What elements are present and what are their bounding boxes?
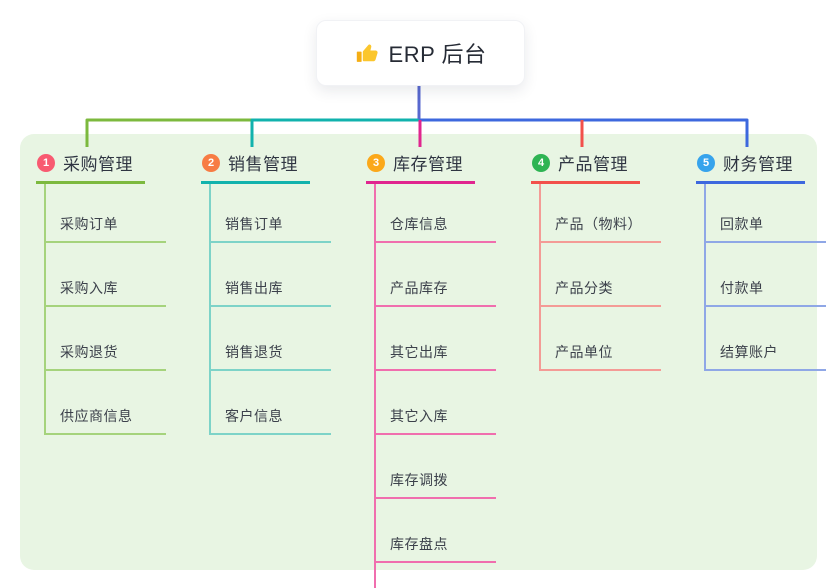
- child-node[interactable]: 结算账户: [706, 307, 826, 371]
- branch-children: 仓库信息 产品库存 其它出库 其它入库 库存调拨 库存盘点 出库库明细: [374, 184, 496, 588]
- child-label: 产品单位: [555, 344, 613, 360]
- child-node[interactable]: 供应商信息: [46, 371, 166, 435]
- branch-label: 财务管理: [723, 155, 793, 174]
- child-node[interactable]: 库存调拨: [376, 435, 496, 499]
- child-node[interactable]: 回款单: [706, 184, 826, 243]
- child-node[interactable]: 其它出库: [376, 307, 496, 371]
- child-node[interactable]: 产品单位: [541, 307, 661, 371]
- branch-label: 产品管理: [558, 155, 628, 174]
- child-label: 采购退货: [60, 344, 118, 360]
- branch-label: 销售管理: [228, 155, 298, 174]
- branch-children: 采购订单 采购入库 采购退货 供应商信息: [44, 184, 166, 435]
- child-label: 供应商信息: [60, 408, 133, 424]
- child-label: 结算账户: [720, 344, 778, 360]
- child-node[interactable]: 销售退货: [211, 307, 331, 371]
- child-label: 采购入库: [60, 280, 118, 296]
- child-label: 销售订单: [225, 216, 283, 232]
- branch-title[interactable]: 4 产品管理: [531, 150, 640, 184]
- branch-title[interactable]: 3 库存管理: [366, 150, 475, 184]
- child-label: 产品库存: [390, 280, 448, 296]
- branch-number-badge: 1: [37, 153, 55, 172]
- branch-title[interactable]: 2 销售管理: [201, 150, 310, 184]
- child-node[interactable]: 出库库明细: [376, 563, 496, 588]
- branch-number-badge: 3: [367, 153, 385, 172]
- child-node[interactable]: 采购退货: [46, 307, 166, 371]
- branch-5: 5 财务管理 回款单 付款单 结算账户: [696, 150, 826, 371]
- child-label: 销售出库: [225, 280, 283, 296]
- child-label: 其它出库: [390, 344, 448, 360]
- child-node[interactable]: 库存盘点: [376, 499, 496, 563]
- thumbs-up-icon: [355, 41, 379, 65]
- branch-3: 3 库存管理 仓库信息 产品库存 其它出库 其它入库 库存调拨 库存盘点 出库库…: [366, 150, 496, 588]
- child-label: 库存调拨: [390, 472, 448, 488]
- child-label: 产品（物料）: [555, 216, 642, 232]
- child-node[interactable]: 产品分类: [541, 243, 661, 307]
- child-node[interactable]: 产品（物料）: [541, 184, 661, 243]
- branch-title[interactable]: 1 采购管理: [36, 150, 145, 184]
- branch-number-badge: 4: [532, 153, 550, 172]
- child-label: 仓库信息: [390, 216, 448, 232]
- root-node[interactable]: ERP 后台: [316, 20, 525, 86]
- branch-label: 库存管理: [393, 155, 463, 174]
- branch-2: 2 销售管理 销售订单 销售出库 销售退货 客户信息: [201, 150, 331, 435]
- child-node[interactable]: 采购入库: [46, 243, 166, 307]
- child-label: 回款单: [720, 216, 764, 232]
- child-node[interactable]: 销售订单: [211, 184, 331, 243]
- root-title: ERP 后台: [388, 42, 487, 67]
- branch-1: 1 采购管理 采购订单 采购入库 采购退货 供应商信息: [36, 150, 166, 435]
- child-node[interactable]: 其它入库: [376, 371, 496, 435]
- branch-number-badge: 2: [202, 153, 220, 172]
- branch-title[interactable]: 5 财务管理: [696, 150, 805, 184]
- child-label: 销售退货: [225, 344, 283, 360]
- branch-4: 4 产品管理 产品（物料） 产品分类 产品单位: [531, 150, 661, 371]
- branch-label: 采购管理: [63, 155, 133, 174]
- branch-number-badge: 5: [697, 153, 715, 172]
- child-label: 采购订单: [60, 216, 118, 232]
- child-label: 产品分类: [555, 280, 613, 296]
- branch-children: 产品（物料） 产品分类 产品单位: [539, 184, 661, 371]
- branch-children: 回款单 付款单 结算账户: [704, 184, 826, 371]
- child-node[interactable]: 销售出库: [211, 243, 331, 307]
- child-label: 付款单: [720, 280, 764, 296]
- child-node[interactable]: 产品库存: [376, 243, 496, 307]
- child-label: 其它入库: [390, 408, 448, 424]
- child-node[interactable]: 付款单: [706, 243, 826, 307]
- child-label: 客户信息: [225, 408, 283, 424]
- child-node[interactable]: 采购订单: [46, 184, 166, 243]
- child-label: 库存盘点: [390, 536, 448, 552]
- branch-children: 销售订单 销售出库 销售退货 客户信息: [209, 184, 331, 435]
- child-node[interactable]: 仓库信息: [376, 184, 496, 243]
- child-node[interactable]: 客户信息: [211, 371, 331, 435]
